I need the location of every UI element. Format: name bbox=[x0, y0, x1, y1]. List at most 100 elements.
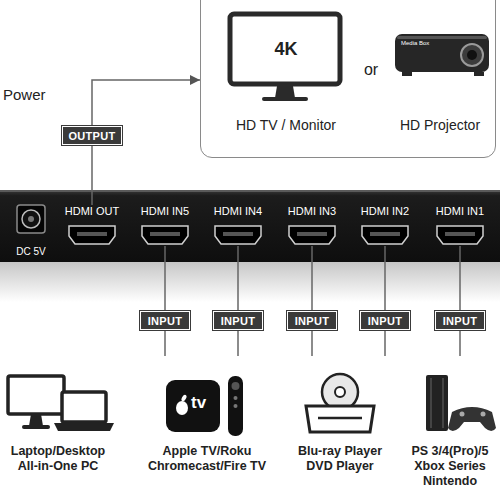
signal-line bbox=[164, 246, 166, 311]
input-lead bbox=[164, 331, 166, 356]
game-console-icon bbox=[426, 375, 448, 431]
computer-icon bbox=[8, 376, 64, 414]
output-frame-text: or bbox=[351, 61, 391, 79]
game-console-icon bbox=[481, 412, 486, 417]
display-device-text: 4K bbox=[221, 39, 351, 60]
display-device-text: HD TV / Monitor bbox=[221, 117, 351, 133]
computer-icon bbox=[22, 425, 50, 429]
streaming-box-icon bbox=[181, 394, 188, 402]
dc-jack bbox=[28, 216, 34, 222]
hdmi-port: HDMI IN4 bbox=[205, 205, 271, 246]
power-port-text: DC 5V bbox=[8, 246, 54, 258]
port-tag-text: INPUT bbox=[436, 314, 484, 327]
hdmi-port bbox=[223, 232, 253, 236]
switch-housing bbox=[0, 190, 500, 262]
device-caption: Laptop/Desktop All-in-One PC bbox=[0, 444, 116, 474]
computer-icon bbox=[8, 376, 114, 431]
hdmi-port-text: HDMI IN4 bbox=[205, 205, 271, 218]
input-lead bbox=[311, 331, 313, 356]
port-tag-text: OUTPUT bbox=[63, 129, 121, 142]
streaming-box-icon bbox=[166, 376, 243, 436]
hdmi-port bbox=[150, 232, 180, 236]
computer-icon bbox=[62, 392, 106, 422]
hdmi-ports bbox=[69, 226, 483, 244]
monitor-icon bbox=[275, 86, 295, 98]
dc-jack bbox=[17, 205, 45, 233]
hdmi-port: HDMI IN2 bbox=[352, 205, 418, 246]
display-device: Media Box HD Projector bbox=[386, 11, 494, 139]
projector-icon bbox=[474, 72, 484, 76]
device-caption: Blu-ray Player DVD Player bbox=[288, 444, 392, 474]
device-caption: PS 3/4(Pro)/5 Xbox Series Nintendo bbox=[404, 444, 496, 489]
input-lead bbox=[237, 331, 239, 356]
streaming-box-icon bbox=[232, 382, 240, 390]
game-console-icon bbox=[443, 378, 444, 428]
signal-line bbox=[311, 246, 313, 311]
game-console-icon bbox=[448, 407, 496, 431]
switch-housing bbox=[0, 190, 500, 302]
hdmi-port: HDMI IN3 bbox=[279, 205, 345, 246]
hdmi-port bbox=[437, 226, 483, 244]
hdmi-port bbox=[77, 232, 107, 236]
hdmi-port bbox=[445, 232, 475, 236]
display-device-text: Media Box bbox=[401, 40, 461, 47]
hdmi-port-text: HDMI IN1 bbox=[427, 205, 493, 218]
hdmi-port bbox=[362, 226, 408, 244]
streaming-box-icon bbox=[234, 396, 238, 400]
port-tag-text: INPUT bbox=[214, 314, 262, 327]
port-tag: OUTPUT bbox=[62, 126, 122, 145]
switch-housing bbox=[0, 190, 500, 192]
disc-player-icon bbox=[306, 374, 374, 432]
hdmi-port bbox=[297, 232, 327, 236]
hdmi-port-text: HDMI IN2 bbox=[352, 205, 418, 218]
projector-icon bbox=[461, 44, 483, 66]
device-caption: Apple TV/Roku Chromecast/Fire TV bbox=[137, 444, 277, 474]
hdmi-port bbox=[370, 232, 400, 236]
hdmi-port-text: HDMI IN5 bbox=[132, 205, 198, 218]
power-label: Power bbox=[3, 86, 46, 104]
switch-housing bbox=[0, 262, 500, 302]
hdmi-port: HDMI IN5 bbox=[132, 205, 198, 246]
signal-line bbox=[92, 80, 200, 126]
game-console-icon bbox=[431, 378, 432, 428]
port-tag-text: INPUT bbox=[141, 314, 189, 327]
projector-icon bbox=[467, 50, 477, 60]
input-lead bbox=[384, 331, 386, 356]
output-frame: or4K HD TV / Monitor Media Box HD Projector bbox=[200, 0, 496, 158]
computer-icon bbox=[29, 414, 43, 426]
hdmi-port: HDMI IN1 bbox=[427, 205, 493, 246]
streaming-box-icon bbox=[166, 380, 220, 432]
dc-jack bbox=[17, 205, 45, 233]
disc-player-icon bbox=[318, 417, 362, 420]
hdmi-port-text: HDMI IN3 bbox=[279, 205, 345, 218]
projector-icon bbox=[397, 36, 487, 39]
power-port: DC 5V bbox=[8, 200, 54, 262]
disc-player-icon bbox=[335, 387, 345, 397]
port-tag: INPUT bbox=[140, 311, 190, 330]
signal-line bbox=[459, 246, 461, 311]
signal-line bbox=[384, 246, 386, 311]
port-tag: INPUT bbox=[287, 311, 337, 330]
streaming-box-icon bbox=[176, 401, 188, 415]
brand-mark: tv bbox=[191, 393, 206, 413]
port-tag-text: INPUT bbox=[361, 314, 409, 327]
projector-icon bbox=[395, 34, 489, 76]
signal-line bbox=[91, 145, 93, 205]
port-tag: INPUT bbox=[360, 311, 410, 330]
hdmi-port-text: HDMI OUT bbox=[59, 205, 125, 218]
projector-icon bbox=[395, 34, 489, 72]
display-device: 4K HD TV / Monitor bbox=[221, 11, 351, 139]
hdmi-port: HDMI OUT bbox=[59, 205, 125, 246]
disc-player-icon bbox=[306, 406, 374, 432]
display-device-text: HD Projector bbox=[386, 117, 494, 133]
hdmi-port bbox=[142, 226, 188, 244]
port-tag: INPUT bbox=[435, 311, 485, 330]
streaming-box-icon bbox=[228, 376, 243, 436]
hdmi-port bbox=[69, 226, 115, 244]
monitor-icon bbox=[262, 97, 308, 101]
signal-line bbox=[237, 246, 239, 311]
input-leads bbox=[165, 331, 460, 356]
